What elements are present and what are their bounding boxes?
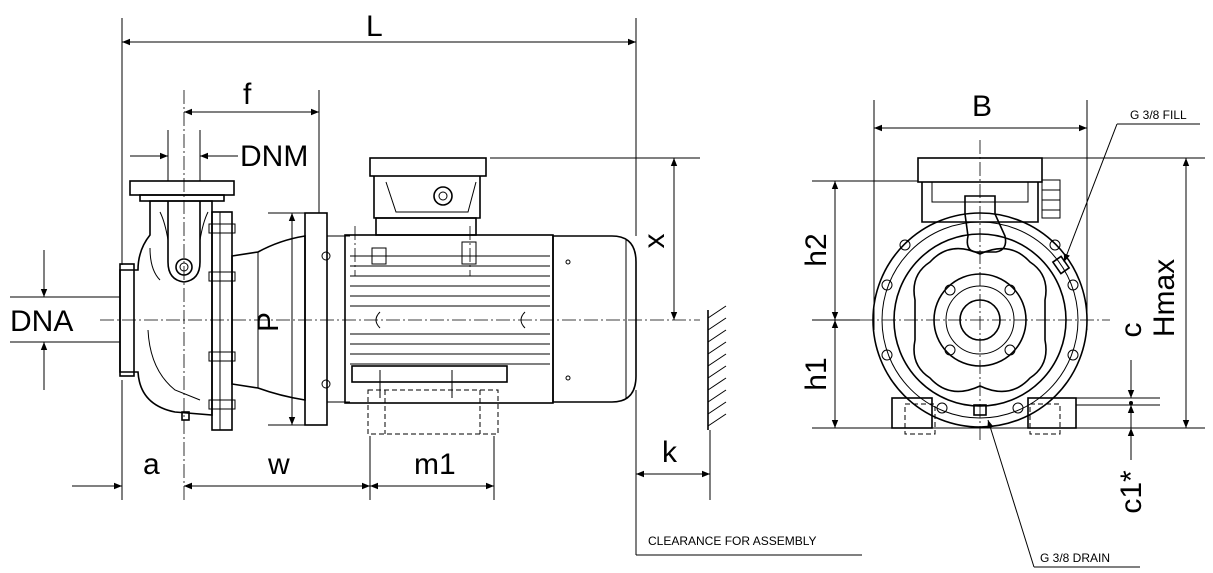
dim-DNA: DNA bbox=[10, 305, 73, 338]
pump-casing bbox=[119, 180, 236, 431]
casing-bolts bbox=[208, 223, 236, 410]
dim-h1: h1 bbox=[800, 357, 833, 390]
dim-c1: c1* bbox=[1115, 470, 1148, 514]
front-view bbox=[860, 140, 1110, 440]
note-clearance: CLEARANCE FOR ASSEMBLY bbox=[648, 534, 817, 548]
front-dimensions: B G 3/8 FILL h2 h1 Hmax c c1* G 3/8 DRA bbox=[800, 90, 1205, 568]
motor bbox=[344, 157, 637, 435]
dim-f: f bbox=[243, 78, 252, 111]
side-dimensions: L f DNM DNA P x bbox=[10, 10, 862, 556]
dim-h2: h2 bbox=[800, 233, 833, 266]
dim-P: P bbox=[252, 312, 285, 332]
dim-B: B bbox=[972, 90, 992, 123]
cooling-fins bbox=[350, 255, 550, 365]
note-fill: G 3/8 FILL bbox=[1130, 108, 1187, 122]
dim-a: a bbox=[143, 448, 160, 481]
note-drain: G 3/8 DRAIN bbox=[1040, 551, 1110, 565]
dim-w: w bbox=[267, 448, 290, 481]
dim-m1: m1 bbox=[414, 448, 456, 481]
dim-x: x bbox=[638, 234, 671, 249]
lantern-bracket bbox=[231, 212, 350, 426]
dim-DNM: DNM bbox=[240, 140, 308, 173]
dim-L: L bbox=[366, 10, 383, 43]
side-view bbox=[100, 90, 700, 500]
dim-c: c bbox=[1115, 323, 1148, 338]
dim-k: k bbox=[662, 436, 678, 469]
wall-hatching bbox=[707, 305, 727, 430]
dim-Hmax: Hmax bbox=[1148, 259, 1181, 337]
